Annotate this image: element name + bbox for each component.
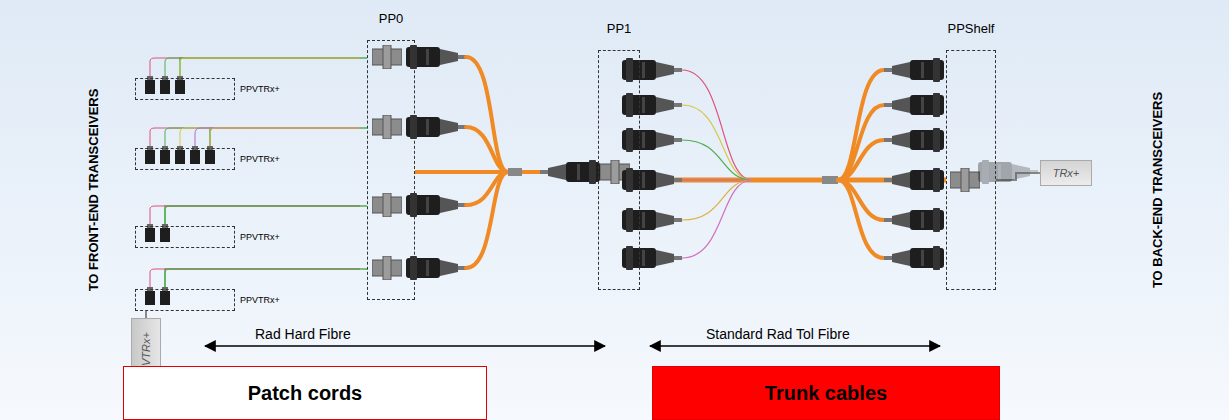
fibre-connector [165, 206, 367, 226]
node-label: PP0 [379, 11, 404, 26]
patch-panel: PP0 [367, 40, 415, 300]
node-label: TRx+ [1053, 167, 1080, 179]
node-label: Patch cords [248, 382, 362, 405]
node-label: PPShelf [948, 21, 995, 36]
patch-panel: PP1 [598, 50, 640, 290]
vtrx-patch-panel: PPVTRx+ [135, 226, 235, 248]
fibre-connector [180, 58, 367, 78]
fibre-label: Rad Hard Fibre [255, 326, 351, 342]
fibre-connector [145, 311, 147, 318]
side-label: TO BACK-END TRANSCEIVERS [1150, 92, 1165, 288]
node-label: PPVTRx+ [240, 295, 280, 305]
trx-module: TRx+ [1040, 160, 1092, 186]
trunk-cables-band: Trunk cables [652, 366, 1000, 420]
side-label: TO FRONT-END TRANSCEIVERS [86, 89, 101, 292]
node-label: Trunk cables [765, 382, 887, 405]
vtrx-patch-panel: PPVTRx+ [135, 148, 235, 170]
node-label: PPVTRx+ [240, 232, 280, 242]
fibre-label: Standard Rad Tol Fibre [706, 326, 850, 342]
fibre-connector [210, 128, 367, 148]
vtrx-patch-panel: PPVTRx+ [135, 289, 235, 311]
node-label: PP1 [607, 21, 632, 36]
node-label: PPVTRx+ [240, 154, 280, 164]
node-label: VTRx+ [140, 332, 152, 366]
fibre-connector [165, 269, 367, 289]
vtrx-patch-panel: PPVTRx+ [135, 78, 235, 100]
patch-panel: PPShelf [946, 50, 996, 290]
patch-cords-band: Patch cords [123, 366, 487, 420]
node-label: PPVTRx+ [240, 84, 280, 94]
